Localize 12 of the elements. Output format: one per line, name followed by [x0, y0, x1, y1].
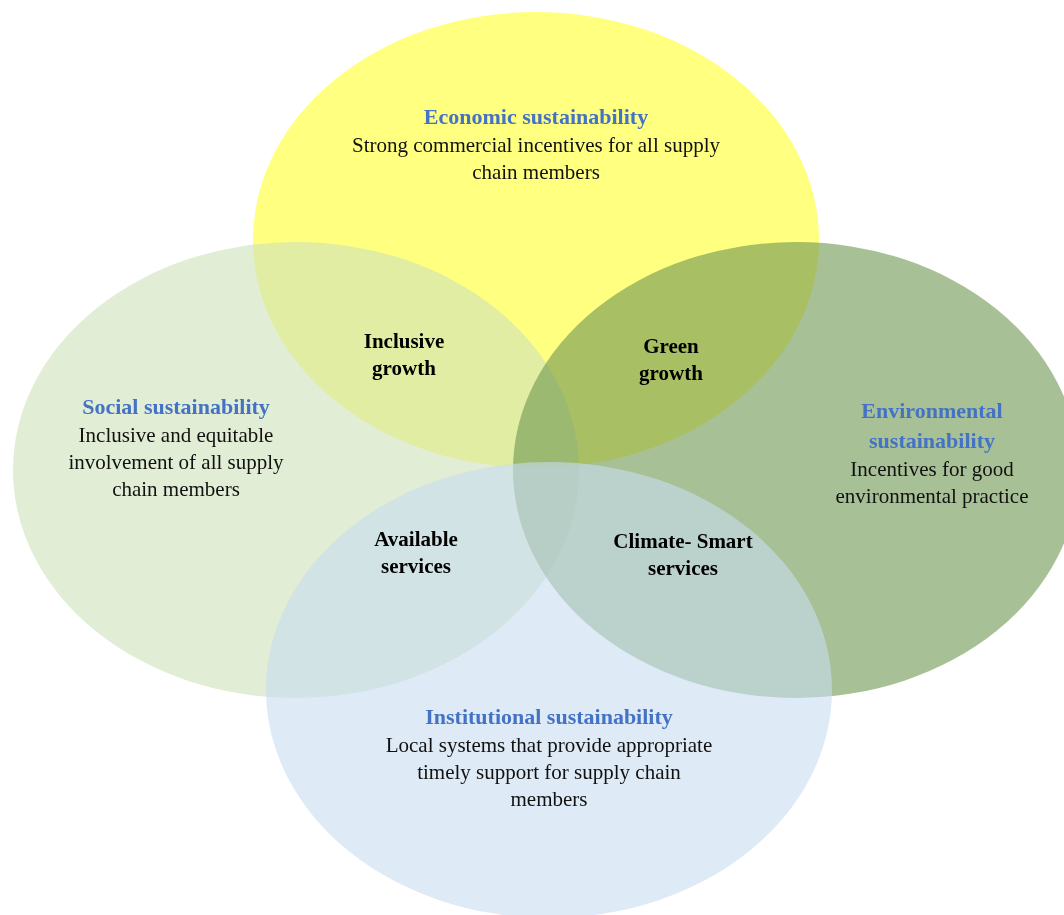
- overlap-label: Climate- Smart services: [612, 528, 754, 582]
- description: Local systems that provide appropriate timely support for supply chain members: [384, 732, 714, 813]
- overlap-label: Green growth: [638, 333, 704, 387]
- heading: Economic sustainability: [422, 103, 650, 131]
- overlap-label: Inclusive growth: [362, 328, 446, 382]
- overlap-label: Available services: [373, 526, 459, 580]
- description: Strong commercial incentives for all supply chain members: [351, 132, 721, 186]
- heading: Environmental sustainability: [860, 397, 1004, 455]
- heading: Institutional sustainability: [424, 703, 674, 731]
- heading: Social sustainability: [81, 393, 271, 421]
- description: Inclusive and equitable involvement of all supply chain members: [67, 422, 285, 503]
- description: Incentives for good environmental practice: [834, 456, 1030, 510]
